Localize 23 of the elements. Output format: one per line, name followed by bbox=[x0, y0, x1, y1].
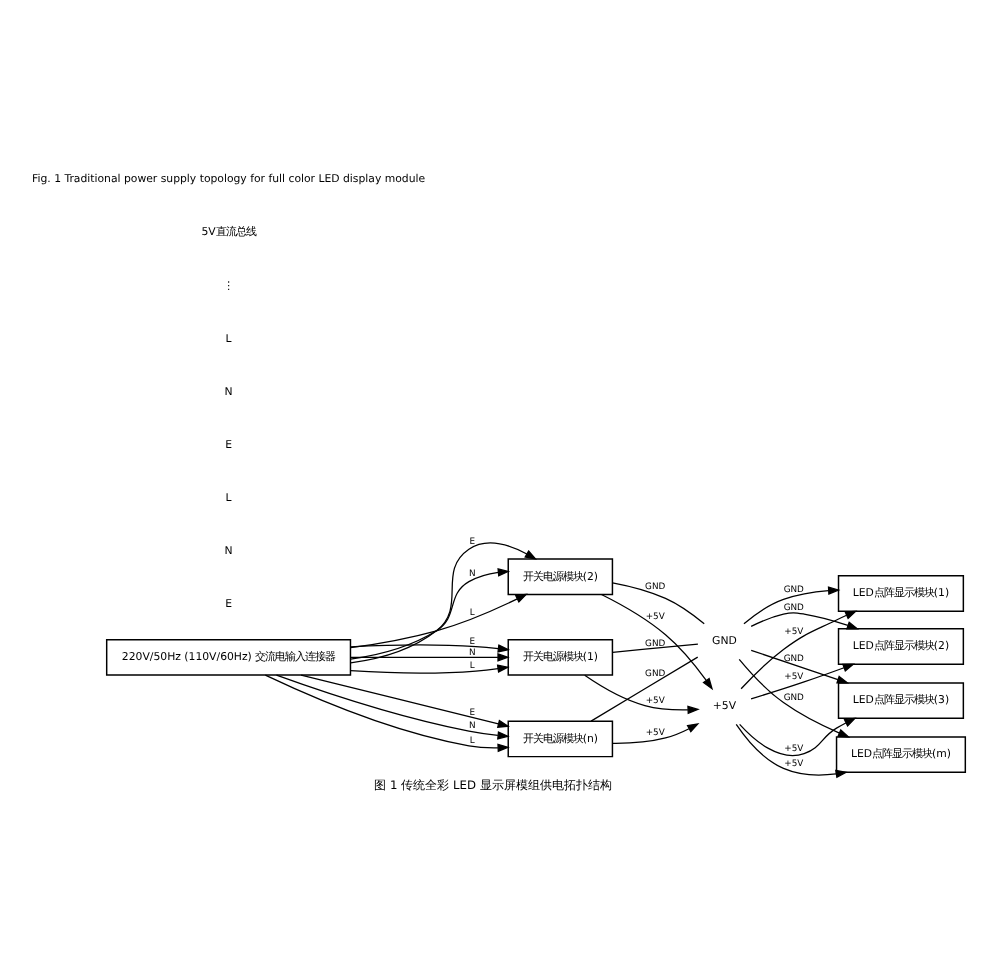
connector bbox=[590, 656, 699, 722]
arrow bbox=[584, 674, 700, 715]
arrow bbox=[740, 610, 858, 690]
arrow bbox=[750, 612, 860, 630]
arrow bbox=[611, 723, 700, 744]
arrow bbox=[600, 593, 714, 691]
arrow bbox=[264, 674, 510, 753]
arrow bbox=[739, 717, 857, 757]
arrow bbox=[349, 644, 511, 653]
arrow bbox=[350, 568, 511, 660]
arrow bbox=[743, 586, 841, 625]
connector bbox=[611, 582, 705, 625]
arrow bbox=[750, 663, 856, 700]
arrow bbox=[350, 542, 538, 664]
arrow bbox=[738, 658, 851, 738]
connector bbox=[612, 643, 699, 653]
arrow bbox=[349, 653, 510, 662]
arrow bbox=[750, 649, 850, 684]
arrow bbox=[349, 593, 528, 649]
arrow bbox=[300, 674, 510, 728]
arrow bbox=[275, 674, 510, 740]
arrow bbox=[349, 664, 510, 674]
arrow bbox=[735, 723, 848, 779]
